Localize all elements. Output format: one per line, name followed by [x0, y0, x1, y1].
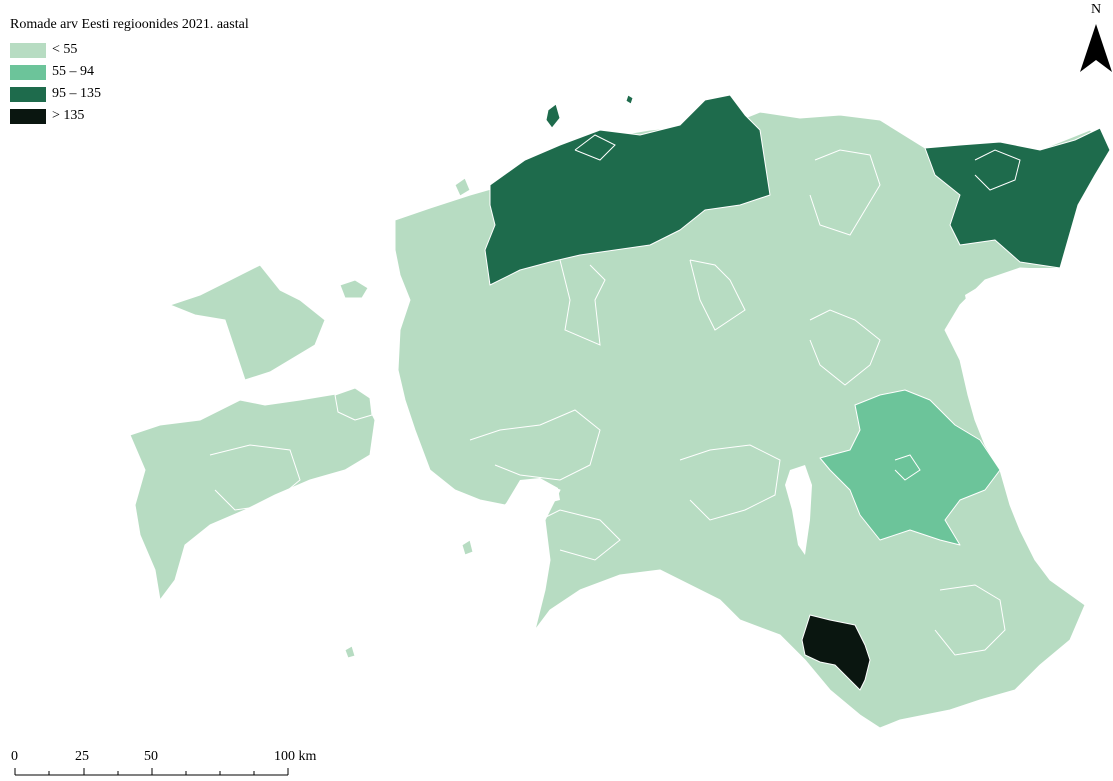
lake-vortsjarv: [785, 465, 812, 555]
legend-label: > 135: [52, 108, 85, 123]
region-island-2: [454, 177, 471, 197]
legend-item: > 135: [10, 105, 249, 127]
region-island-3: [344, 645, 356, 659]
region-layer: [129, 94, 1111, 729]
legend-label: 55 – 94: [52, 64, 94, 79]
north-arrow-icon: [1080, 24, 1112, 72]
boundary-line: [974, 149, 1021, 191]
legend-label: < 55: [52, 42, 78, 57]
region-island-1: [545, 103, 561, 129]
north-letter: N: [1090, 2, 1102, 17]
legend: Romade arv Eesti regioonides 2021. aasta…: [10, 17, 249, 127]
region-saaremaa: [129, 389, 376, 601]
boundary-line: [934, 584, 1006, 656]
boundary-line: [689, 259, 746, 331]
region-vormsi: [339, 279, 369, 299]
region-ida-viru: [924, 127, 1111, 269]
legend-swatch: [10, 42, 46, 58]
region-south-dark: [801, 614, 871, 691]
internal-boundaries: [209, 134, 1021, 656]
boundary-line: [539, 509, 621, 561]
north-label: N: [1080, 2, 1112, 18]
region-tartu: [819, 389, 1001, 546]
boundary-line: [809, 309, 881, 386]
boundary-line: [894, 454, 921, 481]
boundary-line: [679, 444, 781, 521]
boundary-line: [809, 149, 881, 236]
region-muhu: [334, 387, 373, 421]
boundary-line: [574, 134, 616, 161]
region-island-5: [625, 94, 634, 105]
legend-item: < 55: [10, 39, 249, 61]
legend-swatch: [10, 108, 46, 124]
scale-bar: [14, 768, 289, 776]
boundary-line: [209, 444, 301, 511]
legend-title: Romade arv Eesti regioonides 2021. aasta…: [10, 17, 249, 32]
legend-item: 95 – 135: [10, 83, 249, 105]
region-island-4: [461, 539, 474, 556]
legend-item: 55 – 94: [10, 61, 249, 83]
boundary-line: [559, 259, 606, 346]
legend-label: 95 – 135: [52, 86, 101, 101]
parnu-bay: [505, 478, 560, 515]
lake-peipus: [965, 268, 1060, 320]
legend-swatch: [10, 86, 46, 102]
legend-swatch: [10, 64, 46, 80]
north-arrow: [1080, 24, 1112, 72]
boundary-line: [469, 409, 601, 481]
region-harju: [484, 94, 771, 286]
region-hiiumaa: [169, 264, 326, 381]
